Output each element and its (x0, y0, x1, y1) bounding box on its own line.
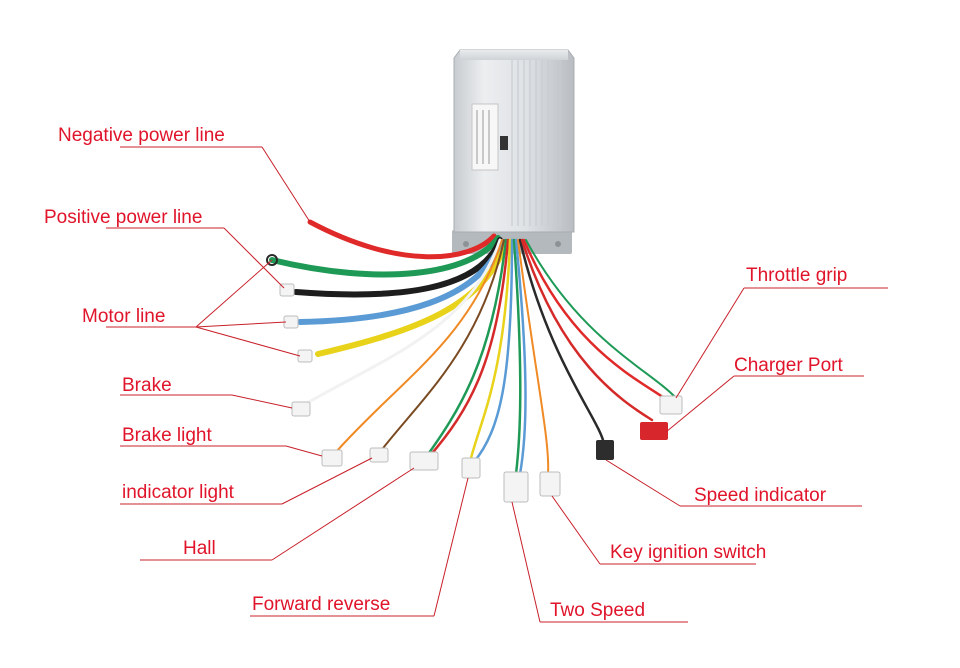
label-forward-reverse: Forward reverse (250, 477, 469, 617)
label-speed-indicator: Speed indicator (605, 459, 862, 507)
brake-connector (291, 401, 311, 417)
label-brake: Brake (120, 375, 293, 409)
indicator-light-connector (369, 447, 389, 463)
label-text: Hall (183, 538, 216, 559)
label-charger-port: Charger Port (665, 355, 864, 433)
hall-connector (409, 451, 439, 471)
controller-box (452, 49, 575, 254)
forward-reverse-connector (461, 457, 481, 479)
motor-terminal-1 (283, 315, 299, 329)
label-text: Two Speed (550, 600, 645, 621)
label-negative-power-line: Negative power line (58, 125, 311, 223)
label-text: Charger Port (734, 355, 843, 376)
label-text: Motor line (82, 306, 165, 327)
label-text: Brake (122, 375, 172, 396)
motor-terminal-2 (297, 349, 313, 363)
speed-indicator-connector (596, 440, 614, 460)
label-text: Speed indicator (694, 485, 827, 506)
label-text: Key ignition switch (610, 542, 766, 563)
label-text: Negative power line (58, 125, 225, 146)
label-indicator-light: indicator light (120, 457, 373, 505)
label-positive-power-line: Positive power line (44, 207, 285, 289)
label-hall: Hall (140, 467, 415, 561)
label-brake-light: Brake light (120, 425, 323, 457)
label-text: Forward reverse (252, 594, 390, 615)
label-text: Throttle grip (746, 265, 847, 286)
throttle-connector (659, 395, 683, 415)
wire-bundle (266, 219, 677, 476)
label-key-ignition-switch: Key ignition switch (551, 495, 766, 565)
charger-port-connector (640, 422, 668, 440)
label-text: indicator light (122, 482, 235, 503)
label-text: Positive power line (44, 207, 202, 228)
label-two-speed: Two Speed (511, 501, 688, 623)
label-motor-line: Motor line (82, 259, 301, 357)
two-speed-connector (503, 471, 529, 503)
spec-sticker (471, 103, 508, 171)
brake-light-connector (321, 449, 343, 467)
heat-sink-fins (511, 60, 561, 226)
key-ignition-connector (539, 471, 561, 497)
label-throttle-grip: Throttle grip (675, 265, 888, 399)
label-text: Brake light (122, 425, 212, 446)
